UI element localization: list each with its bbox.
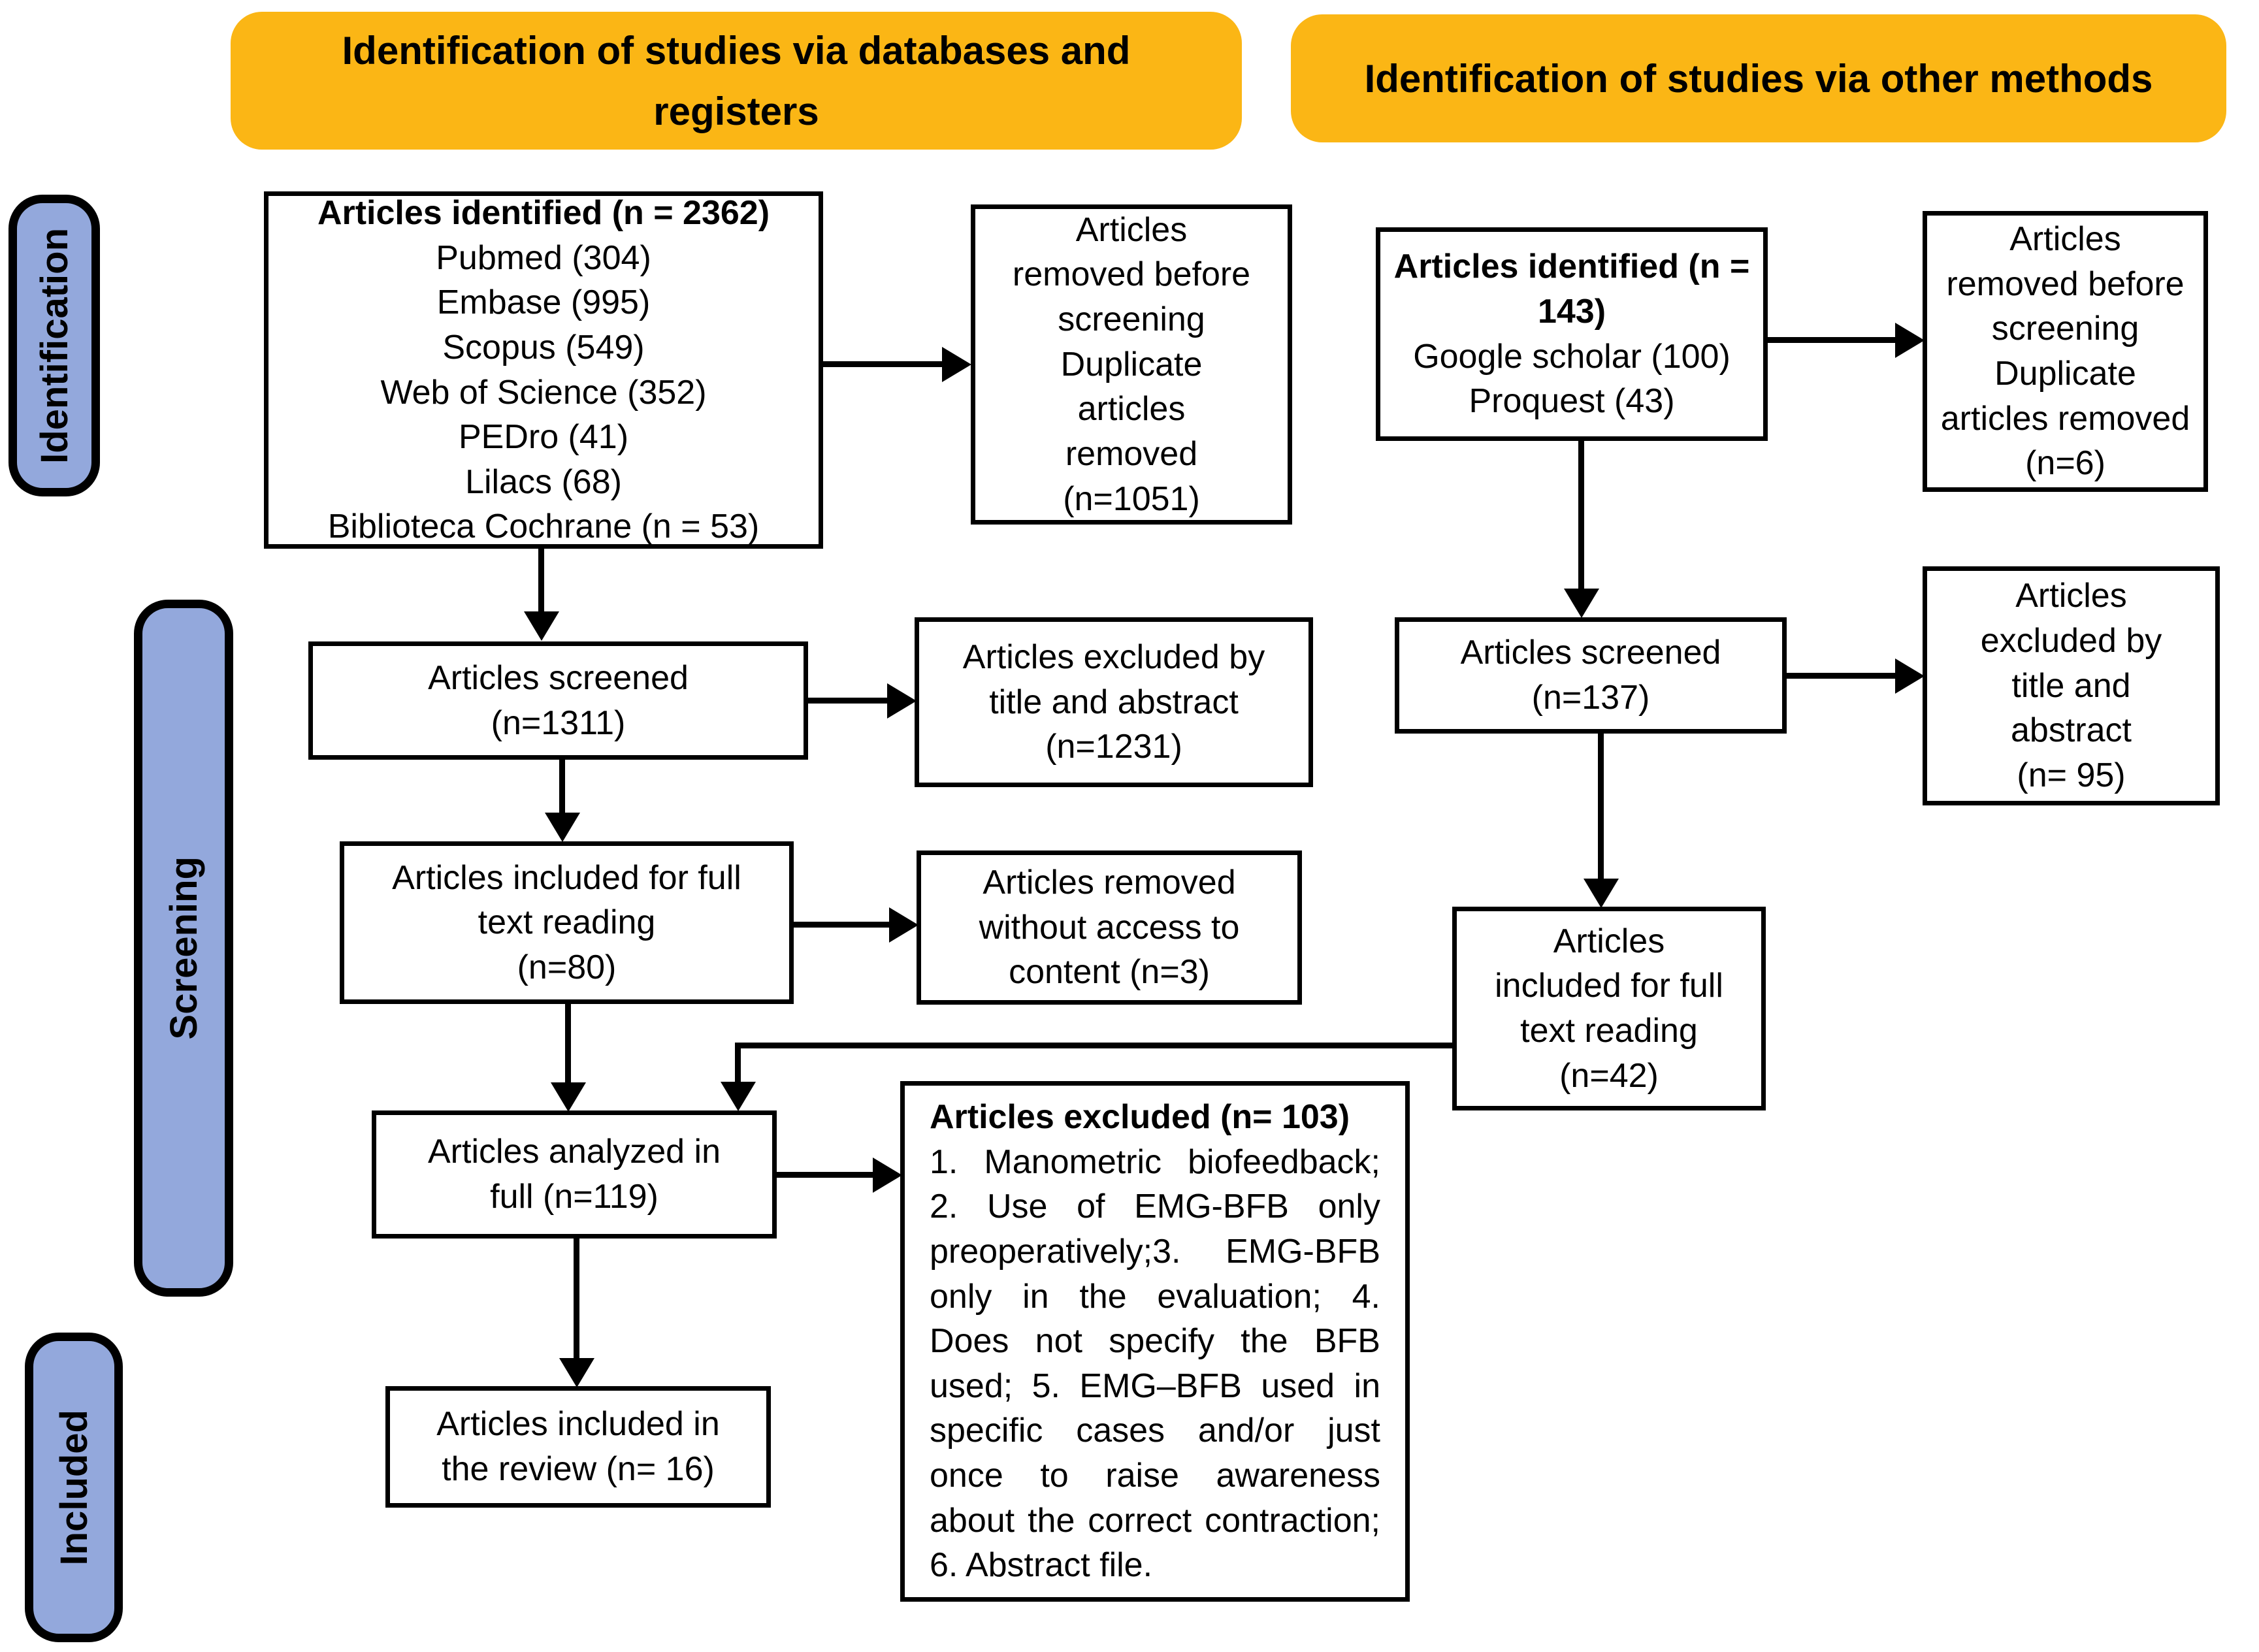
connector-other-screened-to-fulltext-arrowhead	[1584, 879, 1619, 908]
box-fulltext-reading-other-text: Articles included for full text reading …	[1495, 922, 1723, 1095]
box-removed-before-screening-databases-text: Articles removed before screening Duplic…	[1012, 210, 1251, 518]
box-articles-identified-other-sources: Google scholar (100) Proquest (43)	[1413, 337, 1731, 421]
connector-screened-to-fulltext-line	[559, 760, 565, 815]
connector-other-fulltext-to-analyzed-vline	[735, 1043, 741, 1083]
box-excluded-title-abstract-other-text: Articles excluded by title and abstract …	[1980, 577, 2162, 794]
header-other-methods-label: Identification of studies via other meth…	[1364, 56, 2153, 101]
header-databases-registers: Identification of studies via databases …	[231, 12, 1242, 150]
stage-included: Included	[25, 1333, 123, 1642]
box-removed-no-access: Articles removed without access to conte…	[917, 850, 1302, 1005]
connector-other-screened-to-excluded-line	[1787, 673, 1895, 679]
connector-fulltext-to-noaccess-line	[794, 922, 889, 928]
connector-other-fulltext-to-analyzed-hline	[735, 1043, 1452, 1048]
connector-analyzed-to-included-arrowhead	[559, 1358, 594, 1387]
box-removed-before-screening-databases: Articles removed before screening Duplic…	[971, 204, 1292, 525]
connector-fulltext-to-noaccess-arrowhead	[889, 907, 918, 943]
connector-other-identified-to-removed-line	[1768, 337, 1895, 343]
box-analyzed-in-full: Articles analyzed in full (n=119)	[372, 1110, 777, 1239]
box-articles-identified-databases: Articles identified (n = 2362) Pubmed (3…	[264, 191, 823, 549]
box-excluded-reasons-title: Articles excluded (n= 103)	[930, 1098, 1350, 1137]
stage-screening-label: Screening	[162, 856, 205, 1040]
stage-screening: Screening	[134, 600, 233, 1297]
connector-other-identified-to-removed-arrowhead	[1895, 323, 1925, 358]
connector-screened-to-fulltext-arrowhead	[545, 813, 580, 842]
connector-analyzed-to-excluded-line	[777, 1172, 873, 1178]
connector-identified-to-screened-arrowhead	[524, 611, 559, 641]
box-articles-identified-other: Articles identified (n = 143) Google sch…	[1376, 227, 1768, 441]
box-fulltext-reading-databases-text: Articles included for full text reading …	[392, 858, 741, 986]
box-excluded-title-abstract-other: Articles excluded by title and abstract …	[1923, 566, 2220, 805]
box-articles-screened-other-text: Articles screened (n=137)	[1460, 634, 1721, 717]
connector-analyzed-to-excluded-arrowhead	[873, 1158, 902, 1193]
header-databases-registers-label: Identification of studies via databases …	[342, 28, 1131, 133]
connector-identified-to-removed-arrowhead	[942, 347, 971, 382]
connector-other-screened-to-fulltext-line	[1598, 734, 1604, 880]
box-removed-no-access-text: Articles removed without access to conte…	[979, 864, 1240, 992]
connector-identified-to-removed-line	[823, 361, 942, 367]
box-fulltext-reading-other: Articles included for full text reading …	[1452, 907, 1766, 1110]
box-excluded-title-abstract-databases: Articles excluded by title and abstract …	[915, 617, 1313, 787]
box-excluded-reasons-list: 1. Manometric biofeedback; 2. Use of EMG…	[930, 1142, 1380, 1585]
box-included-in-review: Articles included in the review (n= 16)	[385, 1386, 771, 1508]
connector-fulltext-to-analyzed-arrowhead	[551, 1082, 586, 1112]
box-analyzed-in-full-text: Articles analyzed in full (n=119)	[428, 1133, 721, 1216]
stage-identification-label: Identification	[33, 227, 76, 464]
box-articles-screened-databases-text: Articles screened (n=1311)	[428, 658, 689, 742]
header-other-methods: Identification of studies via other meth…	[1291, 14, 2226, 142]
connector-fulltext-to-analyzed-line	[565, 1004, 571, 1084]
box-included-in-review-text: Articles included in the review (n= 16)	[436, 1405, 720, 1488]
box-excluded-title-abstract-databases-text: Articles excluded by title and abstract …	[962, 638, 1265, 766]
connector-analyzed-to-included-line	[574, 1239, 579, 1359]
connector-other-fulltext-to-analyzed-arrowhead	[721, 1082, 756, 1111]
stage-identification: Identification	[8, 195, 100, 496]
box-articles-identified-other-title: Articles identified (n = 143)	[1393, 248, 1750, 331]
box-removed-before-screening-other-text: Articles removed before screening Duplic…	[1940, 220, 2190, 483]
box-removed-before-screening-other: Articles removed before screening Duplic…	[1923, 211, 2208, 492]
box-excluded-reasons: Articles excluded (n= 103) 1. Manometric…	[900, 1081, 1410, 1602]
connector-other-identified-to-screened-line	[1578, 441, 1584, 590]
connector-other-screened-to-excluded-arrowhead	[1895, 658, 1925, 694]
box-articles-identified-databases-title: Articles identified (n = 2362)	[317, 194, 770, 232]
box-articles-screened-databases: Articles screened (n=1311)	[308, 641, 808, 760]
box-articles-screened-other: Articles screened (n=137)	[1395, 617, 1787, 734]
stage-included-label: Included	[52, 1409, 95, 1566]
box-fulltext-reading-databases: Articles included for full text reading …	[340, 841, 794, 1004]
connector-identified-to-screened-line	[538, 549, 544, 613]
connector-screened-to-excluded-arrowhead	[887, 683, 917, 719]
box-articles-identified-databases-sources: Pubmed (304) Embase (995) Scopus (549) W…	[327, 238, 760, 546]
connector-screened-to-excluded-line	[808, 698, 887, 704]
connector-other-identified-to-screened-arrowhead	[1564, 589, 1599, 618]
